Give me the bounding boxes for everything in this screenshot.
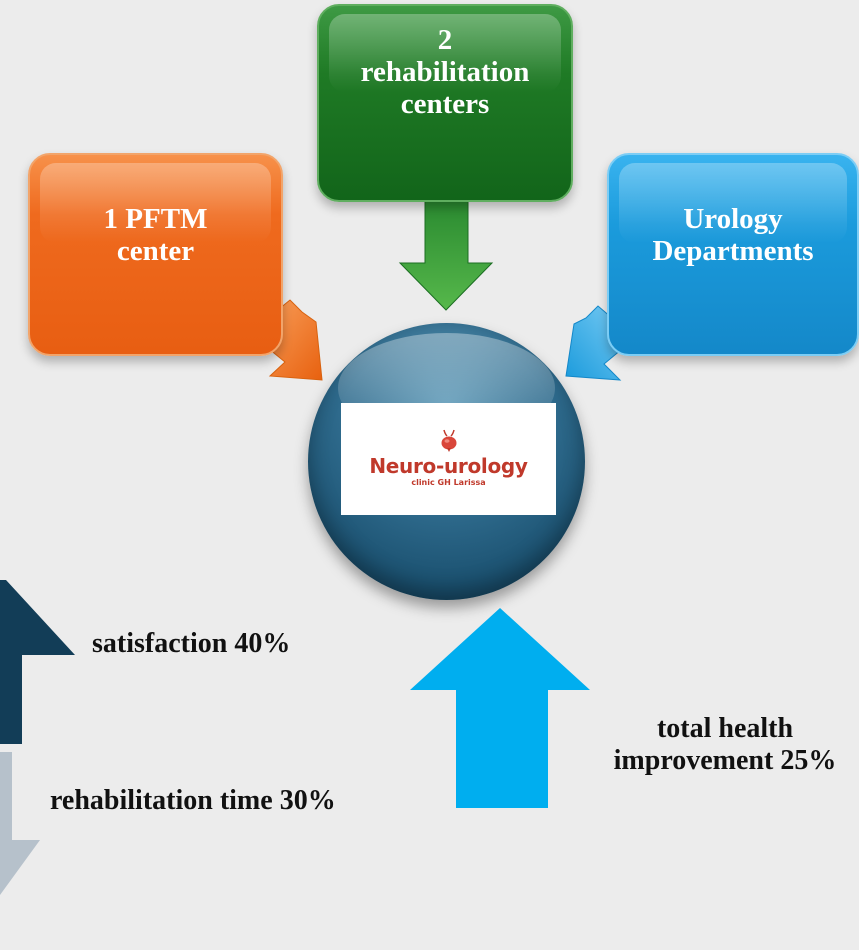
rehabilitation-time-label: rehabilitation time 30% <box>50 785 336 816</box>
pftm-center-box: 1 PFTM center <box>28 153 283 356</box>
urology-departments-label: Urology Departments <box>652 202 814 267</box>
logo-title: Neuro-urology <box>369 454 528 478</box>
health-up-arrow <box>410 608 590 808</box>
total-health-improvement-label: total health improvement 25% <box>613 713 837 776</box>
rehab-connector-arrow <box>398 199 494 311</box>
satisfaction-label: satisfaction 40% <box>92 628 291 659</box>
pftm-center-label: 1 PFTM center <box>103 202 208 267</box>
bladder-icon <box>441 429 456 452</box>
satisfaction-up-arrow <box>0 580 75 744</box>
rehabilitation-centers-box: 2 rehabilitation centers <box>317 4 573 202</box>
rehabtime-down-arrow <box>0 752 40 895</box>
rehabilitation-centers-label: 2 rehabilitation centers <box>360 24 530 120</box>
neuro-urology-logo: Neuro-urology clinic GH Larissa <box>341 403 556 515</box>
urology-departments-box: Urology Departments <box>607 153 859 356</box>
logo-subtitle: clinic GH Larissa <box>411 478 486 487</box>
